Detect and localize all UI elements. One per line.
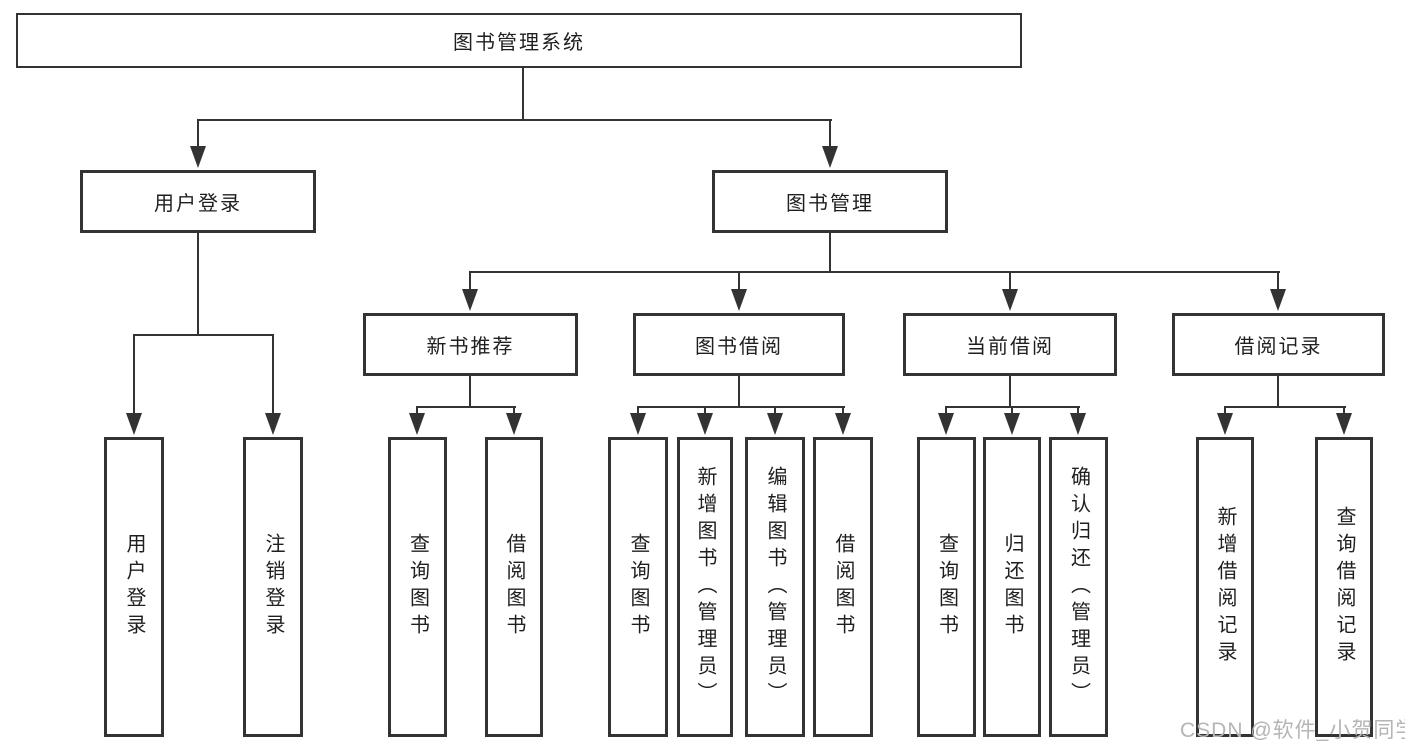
node-label: 借阅图书 [832, 533, 854, 641]
connector-line [1009, 271, 1011, 295]
connector-line [1277, 376, 1279, 408]
connector-line [133, 334, 135, 416]
arrow-down-icon [767, 413, 783, 435]
leaf-user-login: 用户登录 [104, 437, 164, 737]
arrow-down-icon [822, 146, 838, 168]
leaf-return-book: 归还图书 [983, 437, 1041, 737]
node-label: 查询图书 [627, 533, 649, 641]
watermark: CSDN @软件_小贺同学 [1180, 719, 1405, 742]
node-label: 新书推荐 [426, 336, 515, 358]
node-label: 编辑图书（管理员） [764, 465, 786, 709]
connector-line [197, 233, 199, 336]
arrow-down-icon [938, 413, 954, 435]
node-current-borrow: 当前借阅 [903, 313, 1117, 376]
arrow-down-icon [190, 146, 206, 168]
leaf-logout: 注销登录 [243, 437, 303, 737]
node-book-management: 图书管理 [712, 170, 948, 233]
connector-line [469, 271, 1280, 273]
connector-line [133, 334, 274, 336]
arrow-down-icon [731, 289, 747, 311]
node-label: 查询图书 [935, 533, 958, 641]
node-label: 注销登录 [262, 533, 284, 641]
leaf-borrow-book-recommend: 借阅图书 [485, 437, 543, 737]
node-label: 查询图书 [406, 533, 429, 641]
connector-line [829, 233, 831, 273]
arrow-down-icon [1002, 289, 1018, 311]
arrow-down-icon [462, 289, 478, 311]
arrow-down-icon [1217, 413, 1233, 435]
arrow-down-icon [265, 413, 281, 435]
connector-line [416, 406, 516, 408]
connector-line [1277, 271, 1279, 295]
node-label: 归还图书 [1001, 533, 1023, 641]
node-label: 图书借阅 [695, 336, 783, 358]
leaf-confirm-return-admin: 确认归还（管理员） [1049, 437, 1108, 737]
connector-line [272, 334, 274, 416]
node-label: 借阅记录 [1234, 336, 1323, 358]
leaf-borrow-book: 借阅图书 [813, 437, 873, 737]
arrow-down-icon [1070, 413, 1086, 435]
node-label: 新增图书（管理员） [694, 465, 716, 709]
arrow-down-icon [126, 413, 142, 435]
node-book-borrow: 图书借阅 [633, 313, 845, 376]
leaf-query-book-current: 查询图书 [917, 437, 976, 737]
leaf-edit-book-admin: 编辑图书（管理员） [745, 437, 805, 737]
arrow-down-icon [835, 413, 851, 435]
node-label: 确认归还（管理员） [1067, 465, 1090, 709]
connector-line [738, 271, 740, 295]
node-borrow-record: 借阅记录 [1172, 313, 1385, 376]
leaf-add-borrow-record: 新增借阅记录 [1196, 437, 1254, 737]
node-label: 新增借阅记录 [1214, 506, 1236, 668]
node-label: 用户登录 [154, 193, 242, 215]
node-new-book-recommend: 新书推荐 [363, 313, 578, 376]
leaf-query-borrow-record: 查询借阅记录 [1315, 437, 1373, 737]
leaf-query-book-borrow: 查询图书 [608, 437, 668, 737]
connector-line [469, 376, 471, 408]
node-label: 当前借阅 [966, 336, 1054, 358]
node-label: 借阅图书 [503, 533, 525, 641]
connector-line [829, 119, 831, 155]
node-label: 查询借阅记录 [1333, 506, 1355, 668]
node-library-management-system: 图书管理系统 [16, 13, 1022, 68]
connector-line [738, 376, 740, 408]
connector-line [197, 119, 199, 155]
leaf-query-book-recommend: 查询图书 [388, 437, 447, 737]
arrow-down-icon [697, 413, 713, 435]
connector-line [469, 271, 471, 295]
connector-line [1224, 406, 1346, 408]
arrow-down-icon [1270, 289, 1286, 311]
connector-line [637, 406, 845, 408]
connector-line [522, 68, 524, 120]
arrow-down-icon [1004, 413, 1020, 435]
arrow-down-icon [409, 413, 425, 435]
leaf-add-book-admin: 新增图书（管理员） [677, 437, 733, 737]
node-label: 图书管理系统 [453, 32, 585, 54]
arrow-down-icon [1336, 413, 1352, 435]
node-label: 用户登录 [123, 533, 145, 641]
node-user-login: 用户登录 [80, 170, 316, 233]
arrow-down-icon [506, 413, 522, 435]
node-label: 图书管理 [786, 193, 874, 215]
connector-line [1009, 376, 1011, 408]
connector-line [197, 119, 832, 121]
arrow-down-icon [630, 413, 646, 435]
